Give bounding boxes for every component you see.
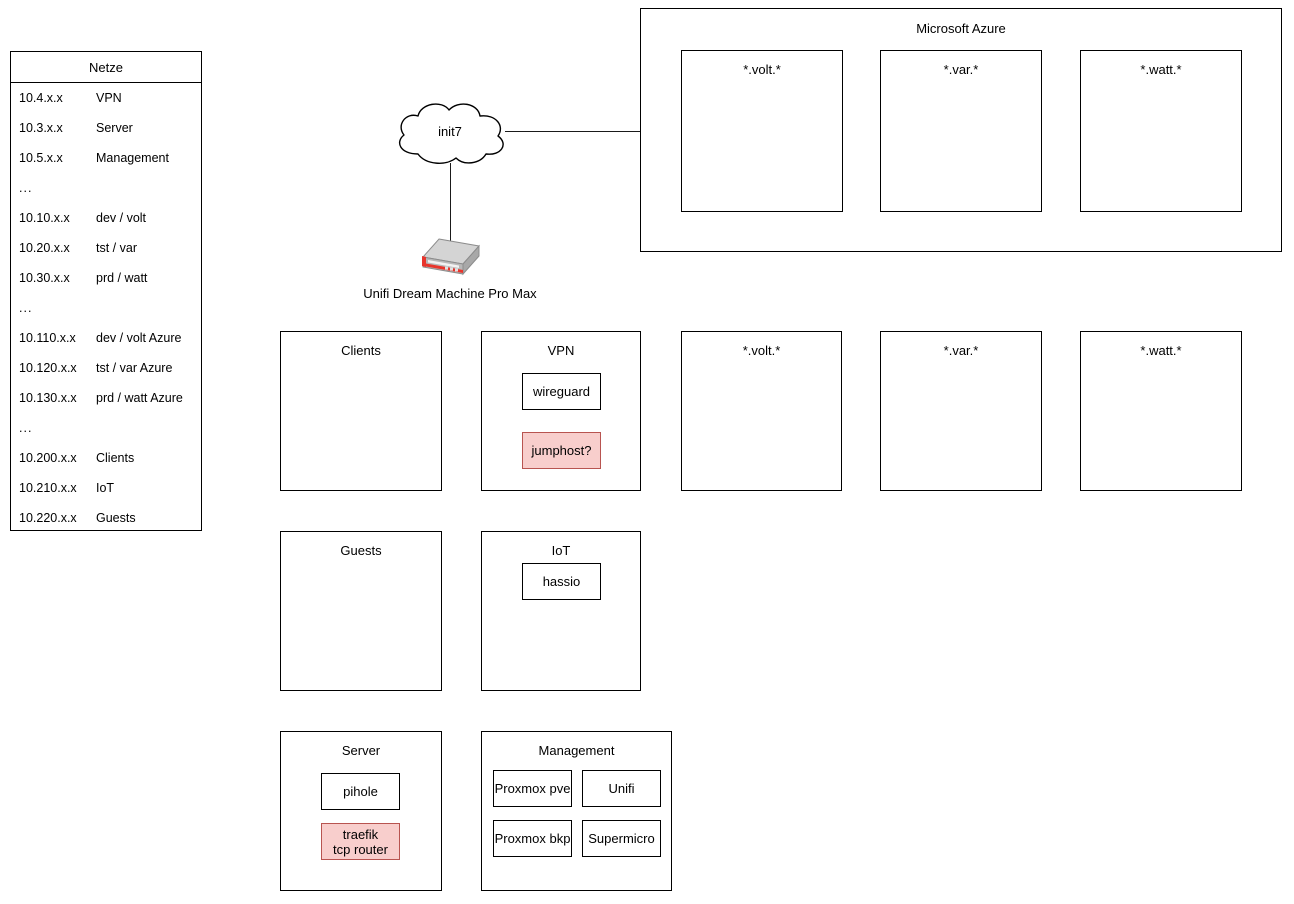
netze-row-separator: ... — [11, 293, 201, 323]
node-pihole[interactable]: pihole — [321, 773, 400, 810]
netze-cidr: ... — [19, 301, 33, 315]
netze-row: 10.110.x.x dev / volt Azure — [11, 323, 201, 353]
netze-cidr: 10.20.x.x — [19, 241, 70, 255]
node-hassio[interactable]: hassio — [522, 563, 601, 600]
group-management: Management Proxmox pve Unifi Proxmox bkp… — [481, 731, 672, 891]
netze-cidr: 10.120.x.x — [19, 361, 77, 375]
connector-cloud-to-router — [450, 163, 451, 241]
netze-row: 10.130.x.x prd / watt Azure — [11, 383, 201, 413]
cloud-icon: init7 — [388, 98, 512, 166]
group-title: Clients — [341, 343, 381, 358]
netze-label: Server — [96, 121, 133, 135]
node-proxmox-bkp[interactable]: Proxmox bkp — [493, 820, 572, 857]
netze-legend-table: Netze 10.4.x.x VPN 10.3.x.x Server 10.5.… — [10, 51, 202, 531]
group-server: Server pihole traefik tcp router — [280, 731, 442, 891]
netze-cidr: 10.10.x.x — [19, 211, 70, 225]
netze-cidr: 10.210.x.x — [19, 481, 77, 495]
cloud-label: init7 — [438, 124, 462, 139]
group-vpn: VPN wireguard jumphost? — [481, 331, 641, 491]
netze-label: prd / watt Azure — [96, 391, 183, 405]
node-jumphost[interactable]: jumphost? — [522, 432, 601, 469]
group-title: Management — [538, 743, 615, 758]
group-title: *.var.* — [943, 343, 979, 358]
netze-row: 10.20.x.x tst / var — [11, 233, 201, 263]
group-title: *.watt.* — [1140, 343, 1182, 358]
netze-row: 10.210.x.x IoT — [11, 473, 201, 503]
node-traefik-tcp-router[interactable]: traefik tcp router — [321, 823, 400, 860]
group-var: *.var.* — [880, 331, 1042, 491]
netze-row: 10.3.x.x Server — [11, 113, 201, 143]
group-iot: IoT hassio — [481, 531, 641, 691]
group-title: IoT — [551, 543, 571, 558]
connector-cloud-to-azure — [505, 131, 642, 132]
azure-zone-var: *.var.* — [880, 50, 1042, 212]
netze-row-separator: ... — [11, 413, 201, 443]
azure-zone-watt: *.watt.* — [1080, 50, 1242, 212]
netze-cidr: 10.3.x.x — [19, 121, 63, 135]
group-guests: Guests — [280, 531, 442, 691]
netze-row: 10.5.x.x Management — [11, 143, 201, 173]
netze-row-separator: ... — [11, 173, 201, 203]
azure-zone-title: *.var.* — [943, 62, 979, 77]
netze-cidr: 10.30.x.x — [19, 271, 70, 285]
node-unifi[interactable]: Unifi — [582, 770, 661, 807]
netze-label: Clients — [96, 451, 135, 465]
netze-cidr: 10.5.x.x — [19, 151, 63, 165]
netze-label: prd / watt — [96, 271, 148, 285]
netze-row: 10.4.x.x VPN — [11, 83, 201, 113]
netze-row: 10.200.x.x Clients — [11, 443, 201, 473]
group-title: Guests — [340, 543, 382, 558]
group-title: Server — [341, 743, 381, 758]
router-label: Unifi Dream Machine Pro Max — [363, 286, 537, 301]
azure-zone-volt: *.volt.* — [681, 50, 843, 212]
netze-cidr: 10.220.x.x — [19, 511, 77, 525]
group-title: *.volt.* — [742, 343, 781, 358]
node-proxmox-pve[interactable]: Proxmox pve — [493, 770, 572, 807]
netze-table-header: Netze — [11, 52, 201, 83]
netze-label: IoT — [96, 481, 115, 495]
netze-label: Guests — [96, 511, 136, 525]
netze-label: VPN — [96, 91, 122, 105]
azure-zone-title: *.watt.* — [1140, 62, 1182, 77]
netze-label: Management — [96, 151, 169, 165]
netze-row: 10.10.x.x dev / volt — [11, 203, 201, 233]
netze-label: dev / volt Azure — [96, 331, 182, 345]
netze-row: 10.220.x.x Guests — [11, 503, 201, 533]
netze-row: 10.120.x.x tst / var Azure — [11, 353, 201, 383]
azure-zone-title: *.volt.* — [743, 62, 781, 77]
netze-cidr: 10.130.x.x — [19, 391, 77, 405]
netze-cidr: 10.110.x.x — [19, 331, 76, 345]
netze-label: dev / volt — [96, 211, 147, 225]
group-clients: Clients — [280, 331, 442, 491]
netze-label: tst / var Azure — [96, 361, 173, 375]
group-volt: *.volt.* — [681, 331, 842, 491]
netze-label: tst / var — [96, 241, 137, 255]
netze-cidr: ... — [19, 421, 33, 435]
netze-cidr: 10.4.x.x — [19, 91, 63, 105]
unifi-dream-machine-icon — [419, 237, 483, 282]
netze-cidr: 10.200.x.x — [19, 451, 77, 465]
netze-row: 10.30.x.x prd / watt — [11, 263, 201, 293]
group-watt: *.watt.* — [1080, 331, 1242, 491]
node-supermicro[interactable]: Supermicro — [582, 820, 661, 857]
netze-cidr: ... — [19, 181, 33, 195]
node-wireguard[interactable]: wireguard — [522, 373, 601, 410]
group-title: VPN — [547, 343, 575, 358]
azure-container-title: Microsoft Azure — [916, 21, 1006, 36]
